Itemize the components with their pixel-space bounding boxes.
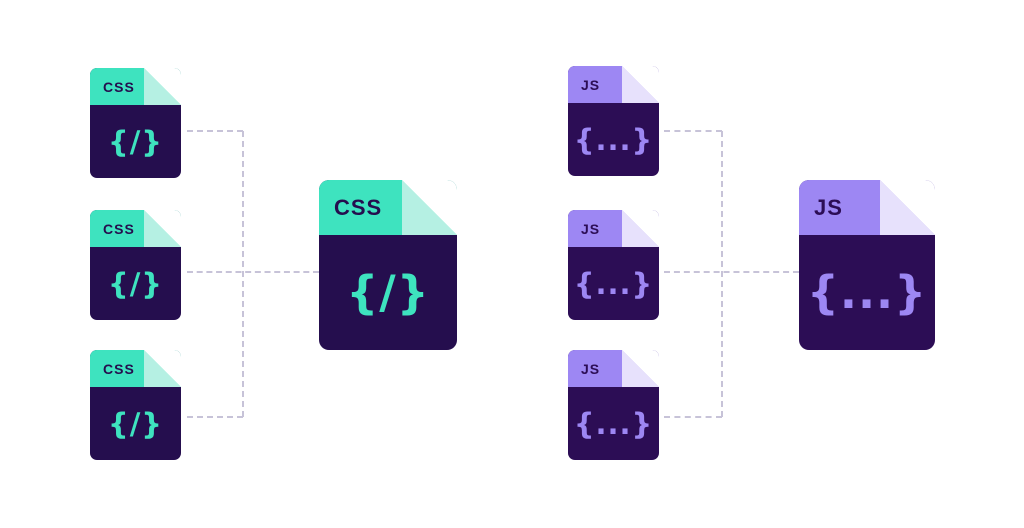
connector-css-bottom: [187, 416, 243, 418]
css-source-file-icon-1: CSS {/}: [90, 68, 181, 178]
css-bundle-file-icon: CSS {/}: [319, 180, 457, 350]
js-source-file-icon-2: JS {...}: [568, 210, 659, 320]
file-body: {/}: [319, 235, 457, 350]
connector-js-middle: [664, 271, 799, 273]
code-braces-icon: {...}: [573, 266, 654, 301]
code-braces-icon: {/}: [108, 266, 163, 301]
css-source-file-icon-2: CSS {/}: [90, 210, 181, 320]
js-bundle-file-icon: JS {...}: [799, 180, 935, 350]
code-braces-icon: {...}: [573, 406, 654, 441]
connector-js-top: [664, 130, 722, 132]
code-braces-icon: {...}: [573, 122, 654, 157]
code-braces-icon: {/}: [108, 124, 163, 159]
file-body: {...}: [568, 247, 659, 320]
file-type-label: CSS: [103, 360, 135, 377]
connector-css-middle: [187, 271, 319, 273]
file-body: {...}: [568, 387, 659, 460]
css-source-file-icon-3: CSS {/}: [90, 350, 181, 460]
connector-css-top: [187, 130, 243, 132]
file-type-label: JS: [814, 194, 843, 220]
connector-css-vertical: [242, 131, 244, 417]
file-body: {...}: [568, 103, 659, 176]
connector-js-bottom: [664, 416, 722, 418]
code-braces-icon: {/}: [346, 266, 430, 319]
js-source-file-icon-1: JS {...}: [568, 66, 659, 176]
file-body: {...}: [799, 235, 935, 350]
file-type-label: JS: [581, 76, 601, 93]
file-body: {/}: [90, 247, 181, 320]
file-type-label: CSS: [103, 78, 135, 95]
js-source-file-icon-3: JS {...}: [568, 350, 659, 460]
file-type-label: CSS: [334, 194, 383, 220]
file-body: {/}: [90, 387, 181, 460]
file-type-label: JS: [581, 220, 601, 237]
code-braces-icon: {/}: [108, 406, 163, 441]
code-braces-icon: {...}: [806, 266, 928, 319]
file-type-label: CSS: [103, 220, 135, 237]
file-type-label: JS: [581, 360, 601, 377]
file-body: {/}: [90, 105, 181, 178]
connector-js-vertical: [721, 131, 723, 417]
